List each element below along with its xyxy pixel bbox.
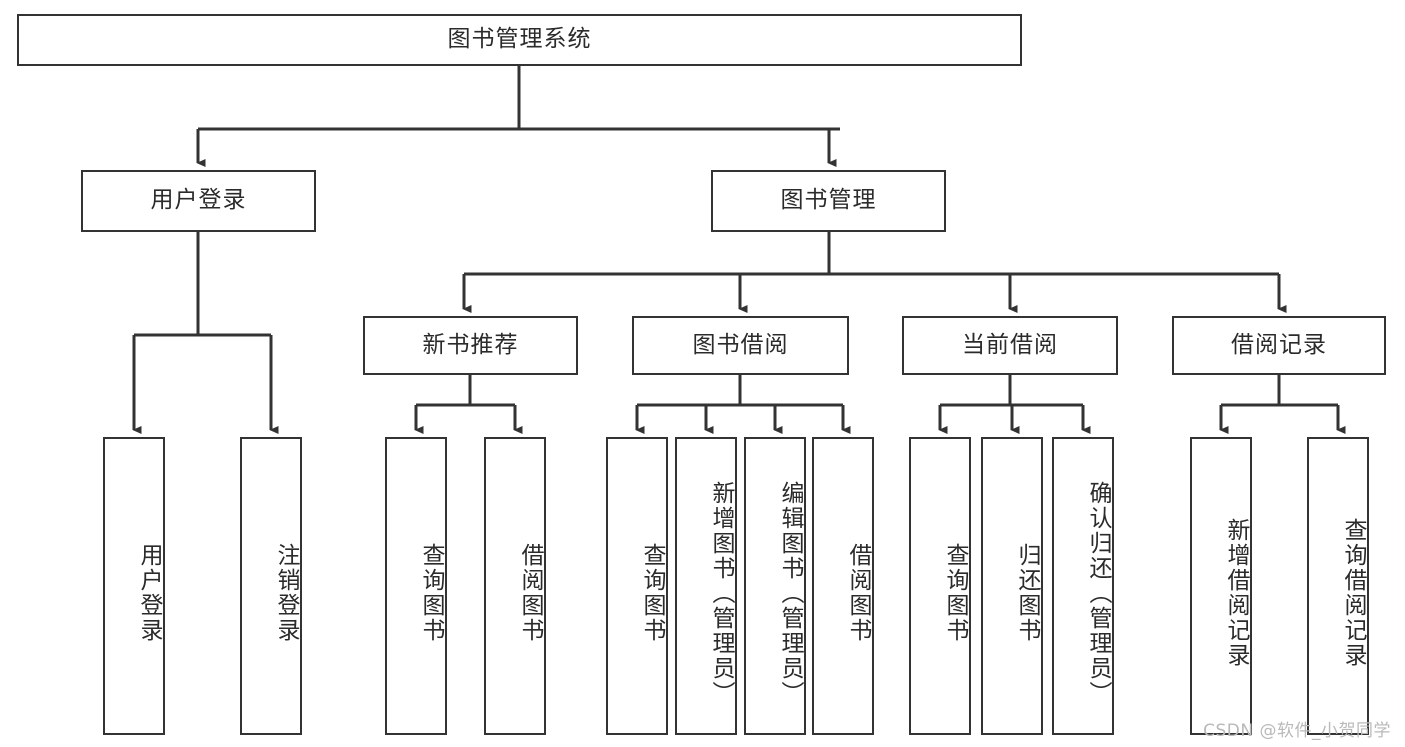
node-current-borrow[interactable]: 当前借阅 [902,316,1118,375]
node-user-login[interactable]: 用户登录 [81,170,316,232]
node-leaf-add-borrow-record[interactable]: 新增借阅记录 [1190,437,1252,735]
node-leaf-query-borrow-record[interactable]: 查询借阅记录 [1307,437,1369,735]
csdn-watermark: CSDN @软件_小贺同学 [1203,721,1391,741]
node-leaf-logout[interactable]: 注销登录 [240,437,302,735]
node-book-borrow[interactable]: 图书借阅 [632,316,849,375]
node-leaf-add-book-admin[interactable]: 新增图书（管理员） [675,437,737,735]
node-new-book-recommend[interactable]: 新书推荐 [363,316,578,375]
node-leaf-borrow-book-2[interactable]: 借阅图书 [812,437,874,735]
node-leaf-query-book-2[interactable]: 查询图书 [606,437,668,735]
node-leaf-query-book-3[interactable]: 查询图书 [909,437,971,735]
node-leaf-edit-book-admin[interactable]: 编辑图书（管理员） [744,437,806,735]
node-leaf-query-book-1[interactable]: 查询图书 [385,437,447,735]
node-borrow-record[interactable]: 借阅记录 [1172,316,1386,375]
node-book-manage[interactable]: 图书管理 [711,170,946,232]
node-root[interactable]: 图书管理系统 [17,14,1022,66]
node-leaf-borrow-book-1[interactable]: 借阅图书 [484,437,546,735]
node-leaf-return-book[interactable]: 归还图书 [981,437,1043,735]
node-leaf-confirm-return-admin[interactable]: 确认归还（管理员） [1052,437,1114,735]
node-leaf-user-login[interactable]: 用户登录 [103,437,165,735]
